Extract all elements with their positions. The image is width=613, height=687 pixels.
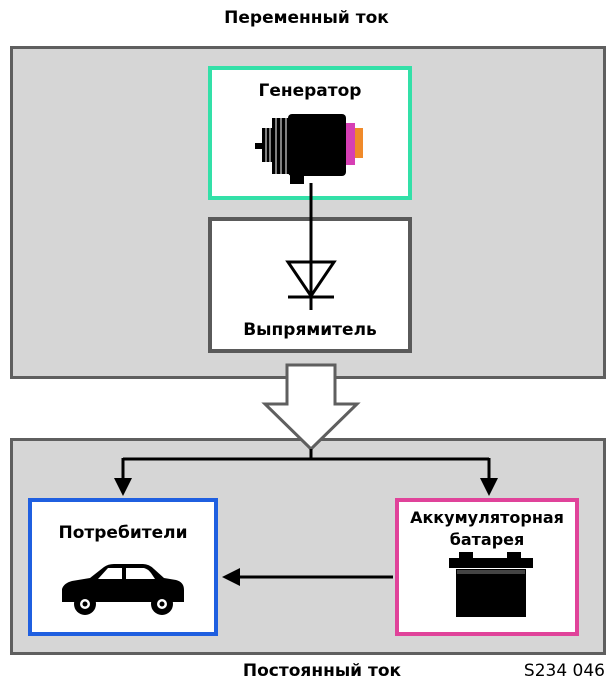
generator-icon — [255, 114, 363, 184]
battery-label-line1: Аккумуляторная — [410, 508, 564, 527]
battery-to-consumers-arrow — [222, 568, 393, 586]
ac-caption: Переменный ток — [224, 8, 389, 28]
figure-code: S234 046 — [523, 661, 605, 681]
arrow-to-battery — [480, 478, 498, 496]
consumers-label: Потребители — [58, 523, 188, 543]
ac-to-dc-arrow — [261, 363, 361, 452]
car-icon — [62, 564, 184, 615]
rectifier-label: Выпрямитель — [243, 320, 377, 340]
battery-label-line2: батарея — [449, 530, 525, 549]
generator-label: Генератор — [258, 81, 362, 101]
battery-icon — [449, 552, 533, 617]
diode-icon — [285, 260, 337, 299]
distribution-lines — [114, 449, 498, 496]
arrow-to-consumers — [114, 478, 132, 496]
dc-caption: Постоянный ток — [242, 661, 402, 681]
